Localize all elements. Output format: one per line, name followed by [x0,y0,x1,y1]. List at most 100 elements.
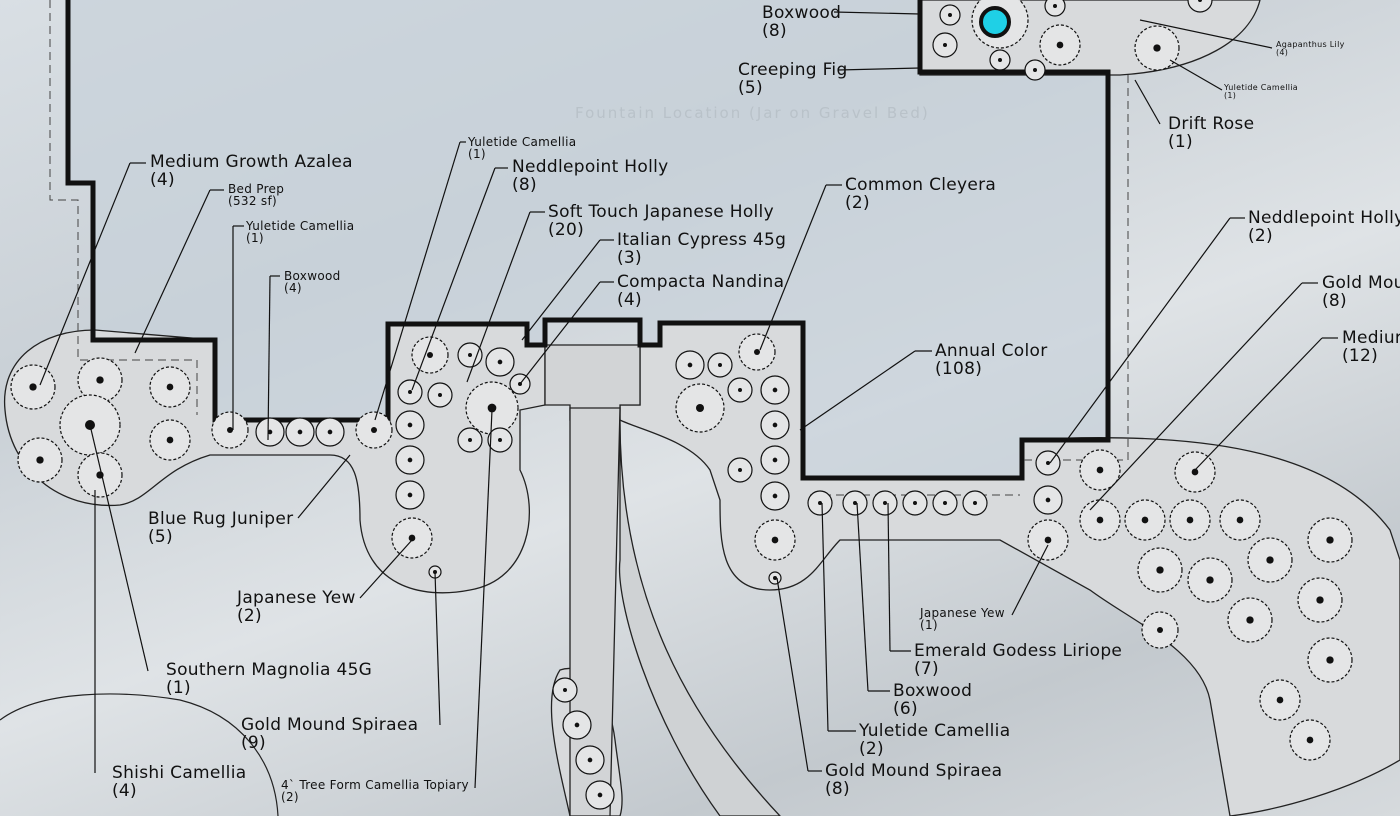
plant-label: Japanese Yew(1) [920,607,1005,631]
leader-line [267,275,271,441]
plant-center-dot [948,13,952,17]
plant-center-dot [1157,627,1163,633]
plant-center-dot [1044,536,1052,544]
plant-quantity: (8) [1322,291,1347,311]
plant-center-dot [943,501,947,505]
plant-center-dot [408,534,416,542]
house-footprint [68,0,1108,478]
plant-center-dot [438,393,442,397]
plant-center-dot [96,376,104,384]
leader-line [1134,79,1161,125]
plant-quantity: (1) [1224,91,1237,100]
plant-name: Shishi Camellia [112,763,247,783]
plant-label: Annual Color(108) [935,342,1047,378]
plant-center-dot [1276,696,1284,704]
plant-label: Agapanthus Lily(4) [1276,41,1345,57]
plant-center-dot [497,359,503,365]
plant-name: Gold Mound Spiraea [825,761,1003,781]
plant-center-dot [166,383,174,391]
plant-center-dot [1246,616,1254,624]
plant-quantity: (12) [1342,346,1379,366]
leader-line [1169,59,1223,91]
plant-name: Gold Mou [1322,273,1400,293]
leader-lines [39,11,1338,789]
plant-center-dot [1236,516,1244,524]
plant-label: Yuletide Camellia(2) [859,722,1010,758]
plant-label: Japanese Yew(2) [237,589,356,625]
plant-center-dot [1198,0,1202,2]
plant-quantity: (1) [920,618,938,632]
plant-center-dot [1316,596,1324,604]
plant-center-dot [772,422,778,428]
plant-label: Boxwood(6) [893,682,972,718]
plant-quantity: (6) [893,699,918,719]
plant-quantity: (8) [762,21,787,41]
plant-center-dot [696,404,704,412]
front-walk [544,344,781,816]
plant-label: Yuletide Camellia(1) [468,136,576,160]
plant-center-dot [718,363,722,367]
plant-center-dot [487,403,497,413]
plant-name: Italian Cypress 45g [617,230,787,250]
plant-center-dot [597,792,603,798]
leader-line [359,539,413,599]
plant-center-dot [1326,656,1334,664]
plant-center-dot [1266,556,1274,564]
plant-quantity: (1) [1168,132,1193,152]
plant-name: Yuletide Camellia [468,135,577,149]
plant-symbols [10,0,1353,810]
leader-line [759,184,827,351]
plant-center-dot [267,429,273,435]
plant-center-dot [468,353,472,357]
plant-center-dot [1153,44,1161,52]
plant-center-dot [772,387,778,393]
plant-center-dot [407,422,413,428]
plant-name: Annual Color [935,341,1048,361]
plant-center-dot [297,429,303,435]
plant-center-dot [1053,4,1057,8]
plant-center-dot [227,427,233,433]
plant-center-dot [772,457,778,463]
plant-center-dot [327,429,333,435]
plant-label: Southern Magnolia 45G(1) [166,661,372,697]
plant-name: Medium Growth Azalea [150,152,353,172]
plant-label: Compacta Nandina(4) [617,273,784,309]
leader-line [776,577,809,772]
plant-label: Medium Growth Azalea(4) [150,153,353,189]
plant-center-dot [773,576,777,580]
plant-center-dot [36,456,44,464]
plant-center-dot [973,501,977,505]
plant-center-dot [1046,461,1050,465]
plant-quantity: (2) [859,739,884,759]
leader-line [521,239,601,341]
plant-name: Emerald Godess Liriope [914,641,1123,661]
leader-line [434,571,441,726]
plant-center-dot [771,536,779,544]
plant-symbol [1187,0,1213,13]
house-wall [65,0,1111,481]
leader-line [1049,217,1231,464]
plant-name: Neddlepoint Holly [512,157,669,177]
leader-line [856,502,869,692]
plant-label: Boxwood(8) [762,4,841,40]
leader-line [374,141,461,421]
leader-line [297,454,351,519]
plant-label: Gold Mound Spiraea(8) [825,762,1002,798]
plant-name: Boxwood [893,681,973,701]
plant-label: Emerald Godess Liriope(7) [914,642,1122,678]
plant-label: Creeping Fig(5) [738,61,848,97]
plant-label: Shishi Camellia(4) [112,764,246,800]
plant-quantity: (20) [548,220,585,240]
leader-line [134,189,211,354]
plant-quantity: (108) [935,359,983,379]
leader-line [519,281,601,385]
leader-line [466,211,531,383]
plant-quantity: (7) [914,659,939,679]
plant-label: Yuletide Camellia(1) [1224,84,1298,100]
plant-quantity: (532 sf) [228,194,277,208]
plant-name: Soft Touch Japanese Holly [548,202,774,222]
plant-center-dot [853,501,857,505]
plant-label: Blue Rug Juniper(5) [148,510,293,546]
plant-center-dot [1033,68,1037,72]
plant-label: Neddlepoint Holly(2) [1248,209,1400,245]
